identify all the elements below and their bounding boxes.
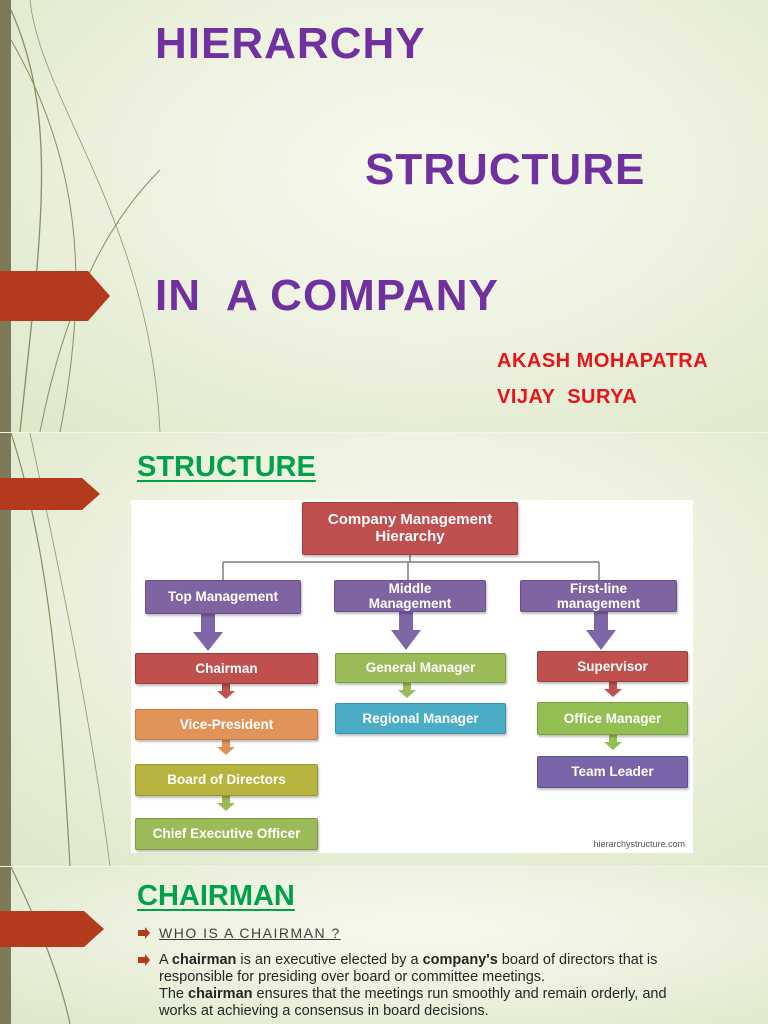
node-supervisor: Supervisor <box>537 651 688 682</box>
top-management-header: Top Management <box>145 580 301 614</box>
diagram-root-node: Company Management Hierarchy <box>302 502 518 555</box>
node-general-manager: General Manager <box>335 653 506 683</box>
node-chairman: Chairman <box>135 653 318 684</box>
middle-management-header: Middle Management <box>334 580 486 612</box>
slide-divider <box>0 866 768 867</box>
decorative-lines <box>10 867 71 1024</box>
author-2: VIJAY SURYA <box>497 386 638 408</box>
first-line-management-header: First-line management <box>520 580 677 612</box>
hierarchy-diagram: Company Management Hierarchy Top Managem… <box>131 500 693 853</box>
chairman-slide: CHAIRMAN WHO IS A CHAIRMAN ? A chairman … <box>0 867 768 1024</box>
definition-text: A chairman is an executive elected by a … <box>159 952 667 1019</box>
node-regional-manager: Regional Manager <box>335 703 506 734</box>
diagram-connectors <box>193 555 622 811</box>
diagram-source: hierarchystructure.com <box>593 839 685 849</box>
title-line-2: STRUCTURE <box>365 145 646 194</box>
node-vice-president: Vice-President <box>135 709 318 740</box>
title-slide: HIERARCHY STRUCTURE IN A COMPANY AKASH M… <box>0 0 768 432</box>
node-board-of-directors: Board of Directors <box>135 764 318 796</box>
section-heading: CHAIRMAN <box>137 880 295 912</box>
tab-arrow <box>0 271 110 321</box>
structure-slide: STRUCTURE Company Management Hierarchy T… <box>0 433 768 866</box>
bullet-definition: A chairman is an executive elected by a … <box>138 952 698 1020</box>
title-line-3: IN A COMPANY <box>155 271 499 320</box>
author-1: AKASH MOHAPATRA <box>497 350 709 372</box>
section-heading: STRUCTURE <box>137 451 316 483</box>
tab-arrow <box>0 911 104 947</box>
slide-divider <box>0 432 768 433</box>
node-chief-executive-officer: Chief Executive Officer <box>135 818 318 850</box>
bullet-arrow-icon <box>138 927 150 939</box>
left-strip <box>0 0 11 432</box>
decorative-lines <box>10 0 161 432</box>
title-line-1: HIERARCHY <box>155 19 426 68</box>
node-team-leader: Team Leader <box>537 756 688 788</box>
tab-arrow <box>0 478 100 510</box>
question-text: WHO IS A CHAIRMAN ? <box>159 925 341 941</box>
left-strip <box>0 433 11 866</box>
bullet-question: WHO IS A CHAIRMAN ? <box>138 925 698 943</box>
bullet-arrow-icon <box>138 954 150 966</box>
node-office-manager: Office Manager <box>537 702 688 735</box>
